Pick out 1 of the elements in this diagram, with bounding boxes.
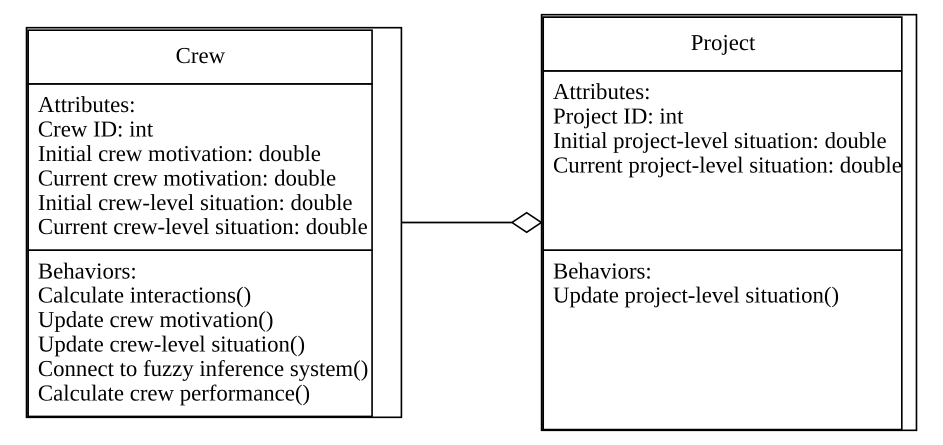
connector — [402, 212, 543, 234]
